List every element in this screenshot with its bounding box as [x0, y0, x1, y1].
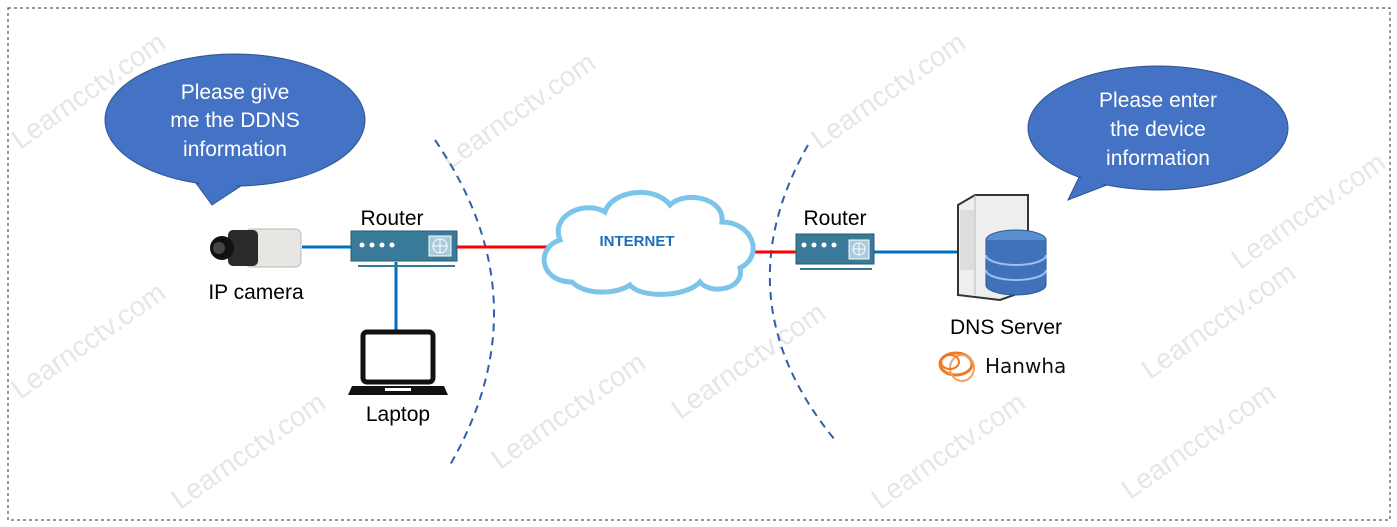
lan-boundary-right	[768, 144, 836, 441]
bubble-line: the device	[1110, 118, 1206, 141]
router-left-label: Router	[360, 207, 423, 230]
bubble-line: Please enter	[1099, 89, 1217, 112]
watermark-text: Learncctv.com	[166, 386, 331, 515]
watermark-text: Learncctv.com	[806, 26, 971, 155]
bubble-line: me the DDNS	[170, 109, 300, 132]
router-left-icon	[350, 230, 458, 267]
hanwha-logo: Hanwha	[938, 351, 1066, 382]
camera-label: IP camera	[208, 281, 304, 304]
bubble-line: information	[1106, 147, 1210, 170]
server-label: DNS Server	[950, 316, 1062, 339]
internet-label: INTERNET	[600, 233, 675, 250]
lan-boundary-left	[434, 139, 495, 466]
internet-cloud-icon: INTERNET	[541, 189, 756, 297]
watermark-text: Learncctv.com	[1136, 256, 1301, 385]
router-right-label: Router	[803, 207, 866, 230]
watermark-text: Learncctv.com	[486, 346, 651, 475]
brand-label: Hanwha	[985, 354, 1066, 378]
right-speech-bubble: Please enter the device information	[1027, 65, 1289, 201]
diagram-border	[7, 7, 1391, 521]
laptop-label: Laptop	[366, 403, 430, 426]
watermark-text: Learncctv.com	[6, 276, 171, 405]
dns-server-icon	[957, 194, 1047, 302]
watermark-text: Learncctv.com	[436, 46, 601, 175]
laptop-icon	[348, 329, 448, 395]
ip-camera-icon	[210, 228, 302, 268]
watermark-text: Learncctv.com	[1116, 376, 1281, 505]
left-speech-bubble: Please give me the DDNS information	[104, 53, 366, 206]
watermark-text: Learncctv.com	[666, 296, 831, 425]
watermark-text: Learncctv.com	[866, 386, 1031, 515]
bubble-line: Please give	[181, 81, 290, 104]
bubble-line: information	[183, 138, 287, 161]
router-right-icon	[795, 233, 875, 270]
